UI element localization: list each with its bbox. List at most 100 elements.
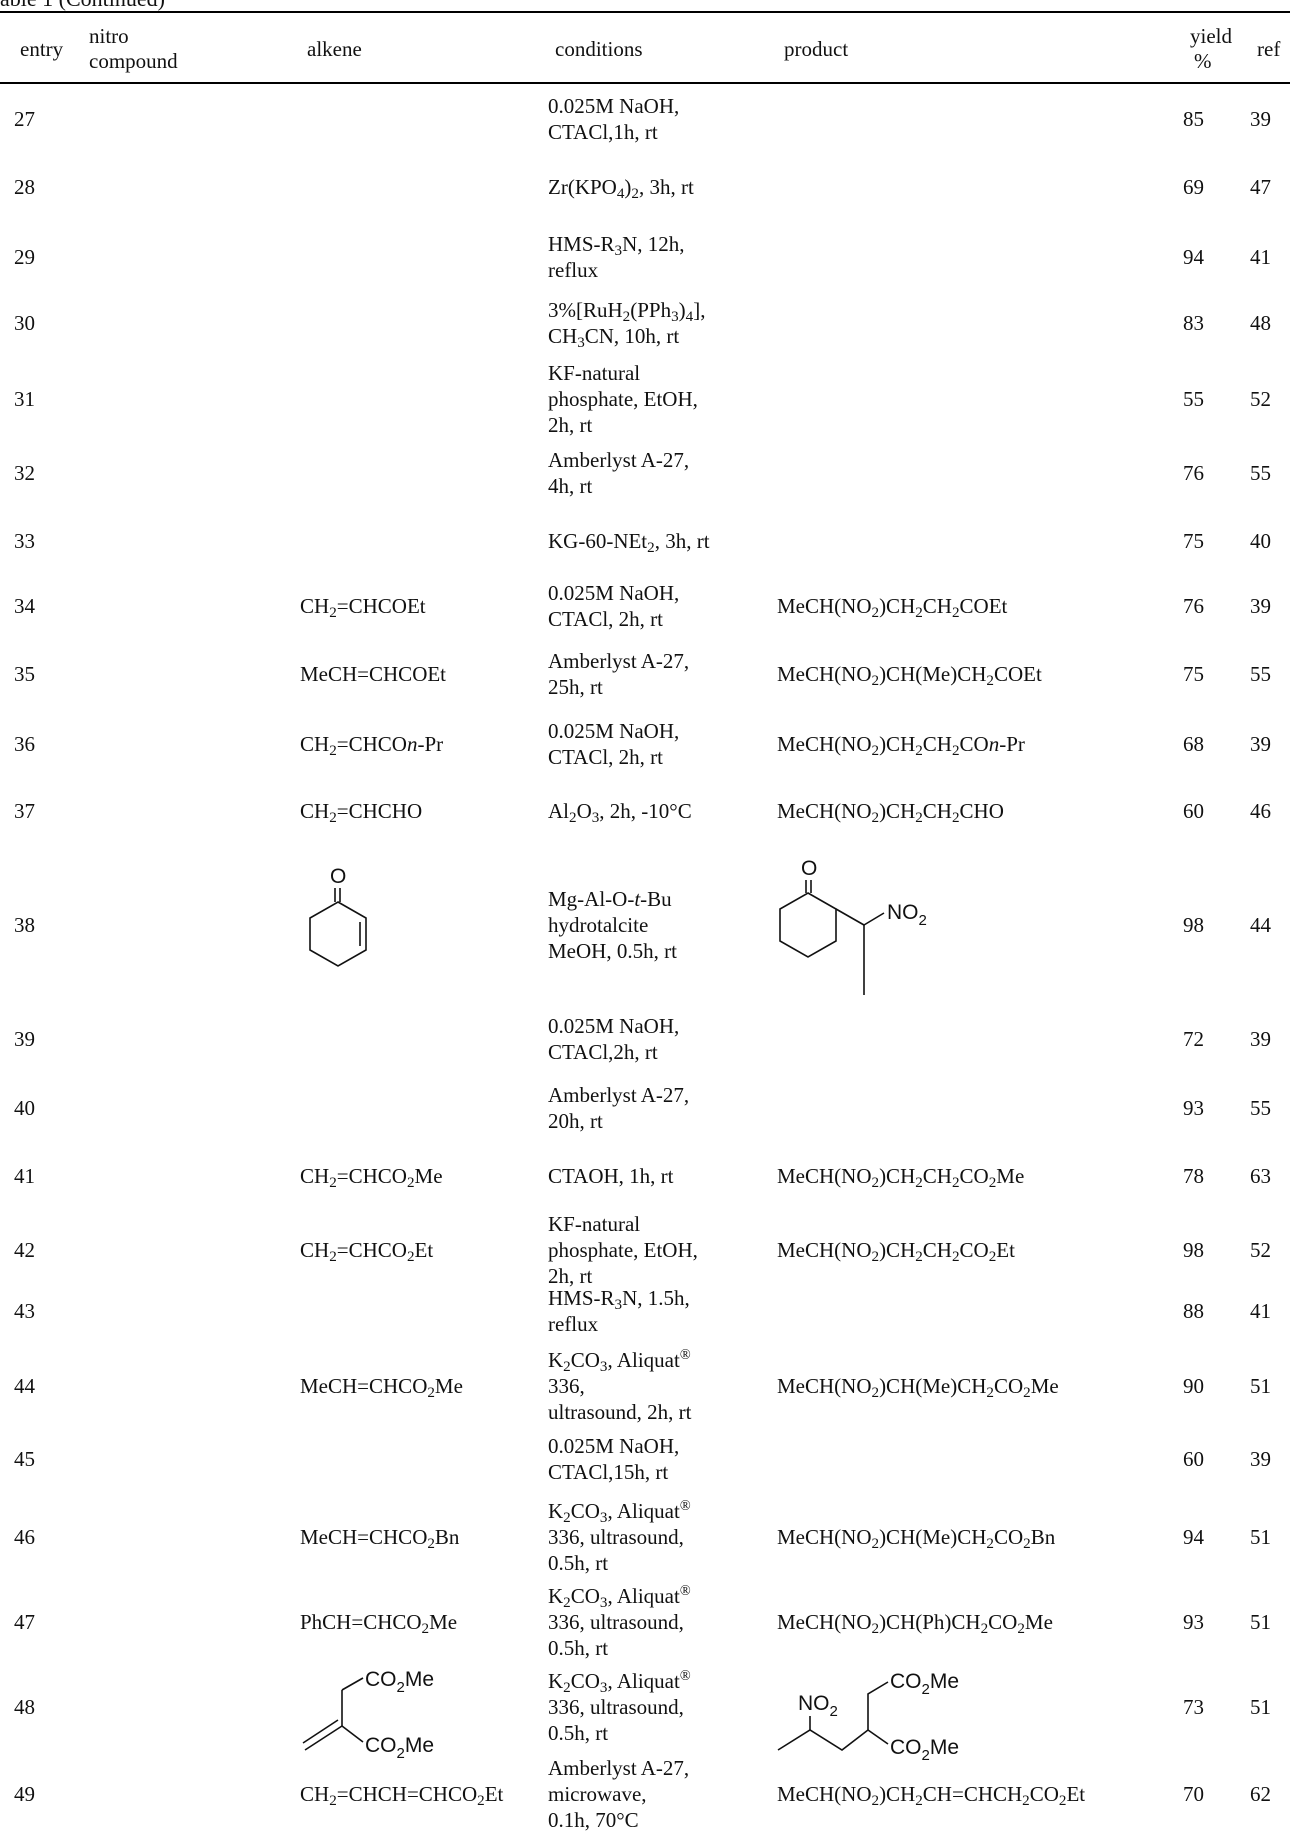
row-33-entry: 33	[14, 529, 35, 553]
row-27-entry: 27	[14, 107, 35, 131]
row-31-yield: 55	[1183, 386, 1204, 411]
header-yield: yield %	[1190, 24, 1232, 73]
row-42-ref: 52	[1250, 1238, 1271, 1262]
row-29-entry: 29	[14, 245, 35, 269]
row-33-yield: 75	[1183, 529, 1204, 553]
row-48-yield: 73	[1183, 1694, 1204, 1719]
row-37-ref: 46	[1250, 799, 1271, 823]
row-43-ref: 41	[1250, 1299, 1271, 1323]
row-32-ref: 55	[1250, 461, 1271, 485]
row-35-entry: 35	[14, 662, 35, 686]
row-28-alkene	[300, 154, 540, 220]
row-34-product: MeCH(NO2)CH2CH2COEt	[777, 594, 1008, 621]
row-30-entry: 30	[14, 311, 35, 335]
row-47-alkene: PhCH=CHCO2Me	[300, 1609, 458, 1637]
row-33-conditions: KG-60-NEt2, 3h, rt	[548, 529, 710, 556]
row-43-conditions: HMS-R3N, 1.5h,reflux	[548, 1286, 690, 1336]
row-36-entry: 36	[14, 732, 35, 756]
row-27-conditions: 0.025M NaOH,CTACl,1h, rt	[548, 94, 680, 144]
header-product: product	[784, 37, 849, 61]
row-44-conditions: K2CO3, Aliquat®336,ultrasound, 2h, rt	[548, 1346, 692, 1424]
row-27-yield: 85	[1183, 107, 1204, 131]
row-47-yield: 93	[1183, 1609, 1204, 1634]
row-43-alkene	[300, 1278, 540, 1344]
row-48-conditions: K2CO3, Aliquat®336, ultrasound,0.5h, rt	[548, 1667, 691, 1745]
row-49-alkene: CH2=CHCH=CHCO2Et	[300, 1781, 504, 1809]
row-49-entry: 49	[14, 1781, 35, 1806]
row-42-alkene: CH2=CHCO2Et	[300, 1238, 434, 1265]
row-43-product	[777, 1278, 1177, 1344]
header-rule	[0, 82, 1290, 84]
header-conditions: conditions	[555, 37, 643, 61]
row-46-yield: 94	[1183, 1525, 1204, 1549]
row-34-ref: 39	[1250, 594, 1271, 618]
row-48-entry: 48	[14, 1694, 35, 1719]
row-40-yield: 93	[1183, 1096, 1204, 1120]
row-41-entry: 41	[14, 1164, 35, 1188]
row-35-yield: 75	[1183, 662, 1204, 686]
row-45-alkene	[300, 1426, 540, 1492]
row-27-alkene	[300, 86, 540, 152]
nitroethyl-cyclohexanone-structure: O NO2	[779, 857, 927, 995]
row-28-product	[777, 154, 1177, 220]
row-40-alkene	[300, 1075, 540, 1141]
row-42-yield: 98	[1183, 1238, 1204, 1262]
row-28-ref: 47	[1250, 175, 1271, 199]
row-40-product	[777, 1075, 1177, 1141]
svg-text:CO2Me: CO2Me	[890, 1670, 959, 1698]
svg-text:CO2Me: CO2Me	[365, 1670, 434, 1696]
row-39-conditions: 0.025M NaOH,CTACl,2h, rt	[548, 1014, 680, 1064]
row-28-yield: 69	[1183, 175, 1204, 199]
row-29-product	[777, 224, 1177, 290]
row-39-entry: 39	[14, 1027, 35, 1051]
row-43-yield: 88	[1183, 1299, 1204, 1323]
row-33-ref: 40	[1250, 529, 1271, 553]
row-49-conditions: Amberlyst A-27,microwave,0.1h, 70°C	[548, 1755, 690, 1832]
row-46-conditions: K2CO3, Aliquat®336, ultrasound,0.5h, rt	[548, 1498, 691, 1575]
row-41-ref: 63	[1250, 1164, 1271, 1188]
row-31-alkene	[300, 357, 540, 440]
row-32-conditions: Amberlyst A-27,4h, rt	[548, 448, 690, 498]
row-47-product: MeCH(NO2)CH(Ph)CH2CO2Me	[777, 1609, 1053, 1637]
table-caption: able 1 (Continued)	[0, 0, 165, 12]
row-38-ref: 44	[1250, 913, 1271, 937]
row-44-entry: 44	[14, 1373, 35, 1398]
row-45-conditions: 0.025M NaOH,CTACl,15h, rt	[548, 1434, 680, 1484]
row-40-conditions: Amberlyst A-27,20h, rt	[548, 1083, 690, 1133]
row-44-product: MeCH(NO2)CH(Me)CH2CO2Me	[777, 1373, 1059, 1401]
row-45-ref: 39	[1250, 1447, 1271, 1471]
row-32-product	[777, 440, 1177, 506]
row-37-yield: 60	[1183, 799, 1204, 823]
row-39-alkene	[300, 1006, 540, 1072]
row-38-yield: 98	[1183, 913, 1204, 937]
row-34-entry: 34	[14, 594, 35, 618]
row-27-product	[777, 86, 1177, 152]
row-41-alkene: CH2=CHCO2Me	[300, 1164, 443, 1191]
row-39-ref: 39	[1250, 1027, 1271, 1051]
carbonyl-oxygen-label: O	[801, 857, 817, 880]
row-35-ref: 55	[1250, 662, 1271, 686]
row-33-alkene	[300, 508, 540, 574]
row-37-alkene: CH2=CHCHO	[300, 799, 423, 826]
row-32-entry: 32	[14, 461, 35, 485]
row-32-alkene	[300, 440, 540, 506]
row-29-conditions: HMS-R3N, 12h,reflux	[548, 232, 685, 282]
row-36-product: MeCH(NO2)CH2CH2COn-Pr	[777, 732, 1025, 759]
row-46-entry: 46	[14, 1525, 35, 1549]
row-49-product: MeCH(NO2)CH2CH=CHCH2CO2Et	[777, 1781, 1086, 1809]
row-48-ref: 51	[1250, 1694, 1271, 1719]
row-36-ref: 39	[1250, 732, 1271, 756]
row-45-product	[777, 1426, 1177, 1492]
row-39-yield: 72	[1183, 1027, 1204, 1051]
row-28-entry: 28	[14, 175, 35, 199]
nitro-diester-product-structure: NO2 CO2Me CO2Me	[777, 1670, 959, 1764]
row-45-entry: 45	[14, 1447, 35, 1471]
row-44-alkene: MeCH=CHCO2Me	[300, 1373, 463, 1401]
row-47-ref: 51	[1250, 1609, 1271, 1634]
row-36-alkene: CH2=CHCOn-Pr	[300, 732, 444, 759]
row-49-ref: 62	[1250, 1781, 1271, 1806]
row-31-entry: 31	[14, 386, 35, 411]
row-46-alkene: MeCH=CHCO2Bn	[300, 1525, 460, 1552]
carbonyl-oxygen-label: O	[330, 865, 346, 888]
